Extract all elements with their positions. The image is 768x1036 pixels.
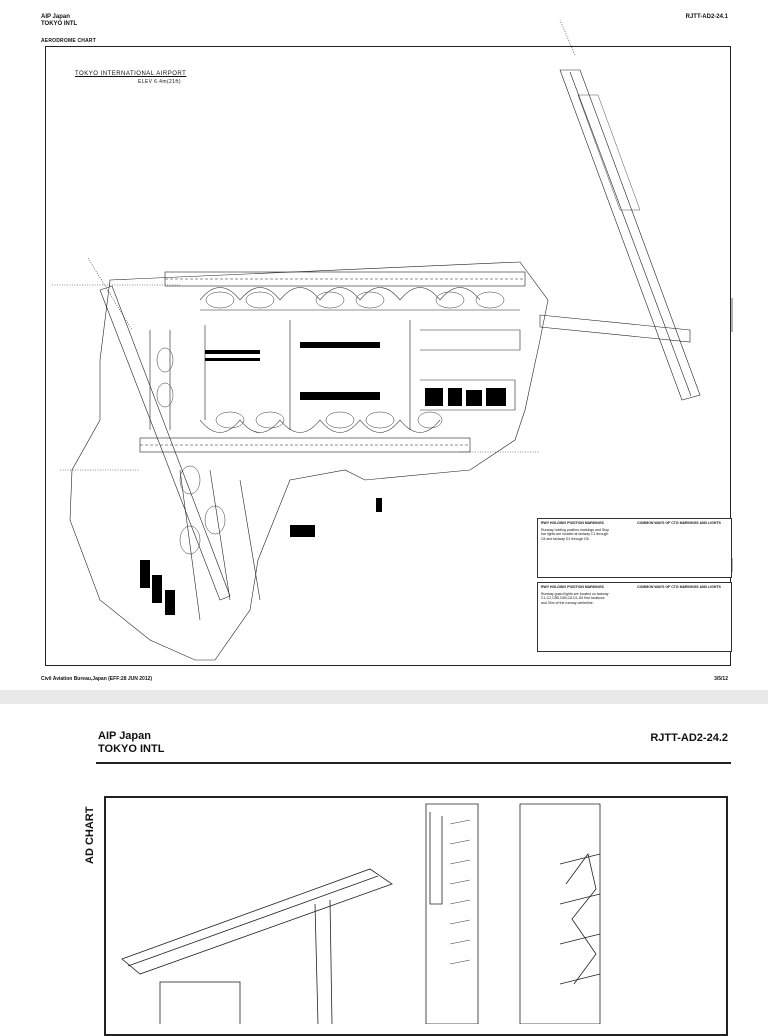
page2-aip-label: AIP Japan xyxy=(98,730,151,742)
page-separator xyxy=(0,690,768,704)
page1-footer-date: 3/5/12 xyxy=(714,676,728,682)
aerodrome-chart-drawing xyxy=(52,19,733,661)
legend-box-stop-bars: RWY HOLDING POSITION MARKINGS COMMON WAY… xyxy=(537,518,732,578)
page2-airport-label: TOKYO INTL xyxy=(98,743,165,755)
page2-chart-drawing xyxy=(121,803,601,1024)
page1-chart-id: RJTT-AD2-24.1 xyxy=(685,14,728,20)
aerodrome-chart-frame xyxy=(45,46,731,666)
page1-airport-label: TOKYO INTL xyxy=(41,21,78,27)
airport-title: TOKYO INTERNATIONAL AIRPORT xyxy=(75,71,187,77)
page1-aip-label: AIP Japan xyxy=(41,14,70,20)
legend-top-header: COMMON WAYS OF CTG MARKINGS AND LIGHTS xyxy=(637,521,721,525)
page2-header-rule xyxy=(96,762,731,764)
legend-box-guard-lights: RWY HOLDING POSITION MARKINGS COMMON WAY… xyxy=(537,582,732,652)
airport-elevation: ELEV 6.4m(21ft) xyxy=(138,79,181,85)
legend-top-note: Runway holding position markings and Sto… xyxy=(541,528,610,541)
chart-page-1: AIP Japan TOKYO INTL RJTT-AD2-24.1 AEROD… xyxy=(41,14,733,682)
page2-header-left: AIP Japan TOKYO INTL xyxy=(98,730,164,756)
legend-bottom-header: COMMON WAYS OF CTG MARKINGS AND LIGHTS xyxy=(637,585,721,589)
page1-footer-source: Civil Aviation Bureau,Japan (EFF:28 JUN … xyxy=(41,676,153,682)
page1-header-left: AIP Japan TOKYO INTL xyxy=(41,14,77,28)
legend-bottom-subtitle: RWY HOLDING POSITION MARKINGS xyxy=(541,585,604,589)
page1-section-title: AERODROME CHART xyxy=(41,38,96,44)
legend-top-subtitle: RWY HOLDING POSITION MARKINGS xyxy=(541,521,604,525)
legend-bottom-note: Runway guard lights are located on taxiw… xyxy=(541,592,609,605)
page2-chart-id: RJTT-AD2-24.2 xyxy=(650,732,728,744)
chart-page-2: AIP Japan TOKYO INTL RJTT-AD2-24.2 AD CH… xyxy=(0,704,768,1036)
